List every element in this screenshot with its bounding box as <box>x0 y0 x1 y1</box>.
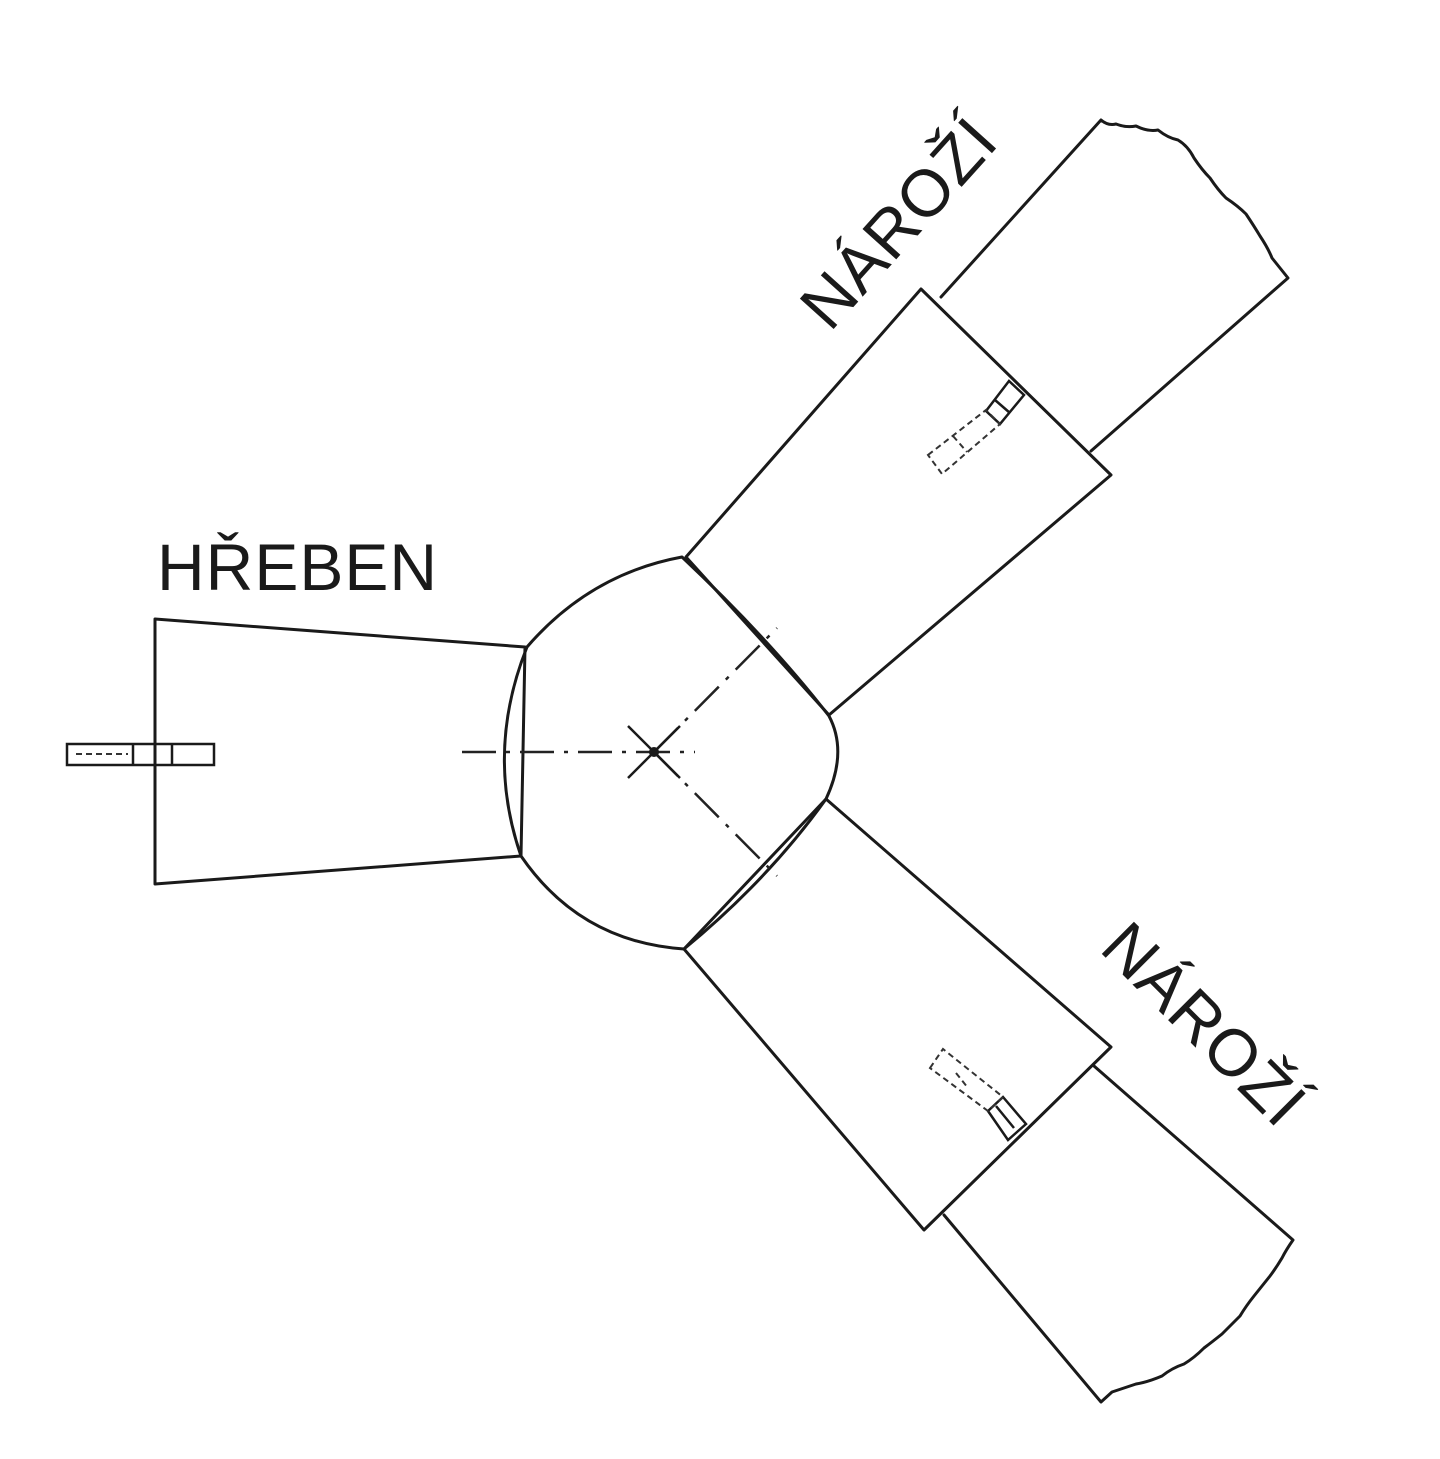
ridge-batten-bracket <box>65 742 216 767</box>
hip-lower-next-tile <box>942 1064 1295 1404</box>
hip-upper-tile <box>684 287 1113 717</box>
hip-lower-clip <box>928 1047 1028 1142</box>
ridge-label: HŘEBEN <box>157 530 438 604</box>
centre-point <box>649 747 659 757</box>
hip-ridge-cap <box>502 555 840 951</box>
hip-lower-label: NÁROŽÍ <box>1088 908 1321 1141</box>
hip-lower-tile <box>682 797 1113 1232</box>
hip-upper-clip <box>926 379 1026 476</box>
hip-upper-next-tile <box>939 118 1290 453</box>
hip-upper-label: NÁROŽÍ <box>785 103 1011 342</box>
centre-axes <box>462 627 778 877</box>
